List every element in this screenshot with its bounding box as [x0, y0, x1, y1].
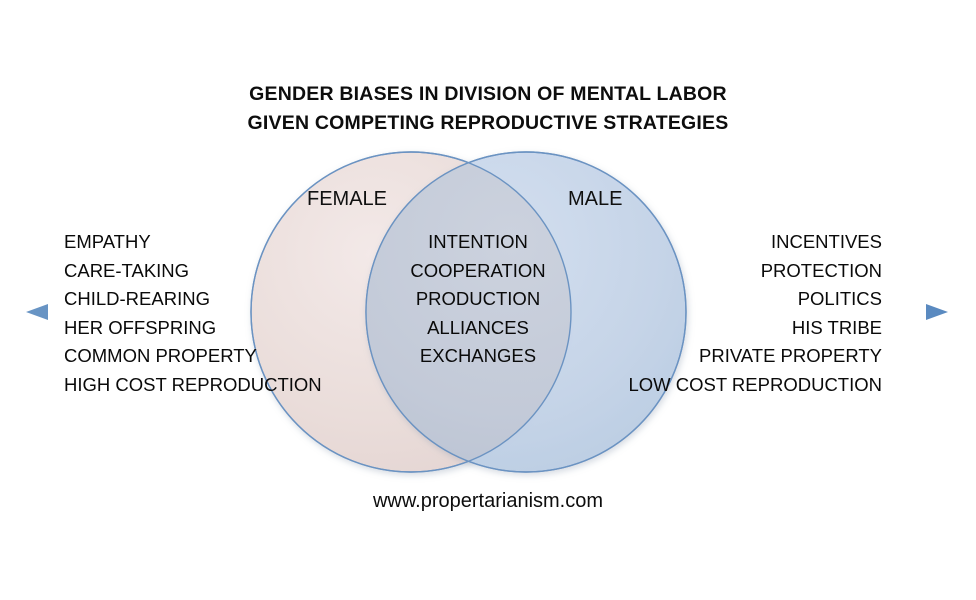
list-item: EMPATHY	[64, 231, 151, 252]
list-item: POLITICS	[797, 288, 882, 309]
list-item: INCENTIVES	[770, 231, 882, 252]
male-circle-label: MALE	[568, 188, 623, 210]
axis-right-arrowhead	[926, 304, 948, 320]
title-line-2: GIVEN COMPETING REPRODUCTIVE STRATEGIES	[247, 112, 729, 134]
female-circle-label: FEMALE	[307, 188, 388, 210]
shared-terms-list: INTENTION COOPERATION PRODUCTION ALLIANC…	[328, 228, 628, 371]
list-item: ALLIANCES	[427, 316, 529, 338]
list-item: CHILD-REARING	[64, 288, 210, 309]
list-item: CARE-TAKING	[64, 259, 190, 281]
axis-left-arrowhead	[26, 304, 48, 320]
title-line-1: GENDER BIASES IN DIVISION OF MENTAL LABO…	[249, 83, 727, 105]
male-terms-list: INCENTIVES PROTECTION POLITICS HIS TRIBE…	[582, 228, 882, 399]
list-item: EXCHANGES	[419, 345, 537, 366]
female-terms-list: EMPATHY CARE-TAKING CHILD-REARING HER OF…	[64, 228, 364, 399]
list-item: PROTECTION	[760, 259, 882, 281]
site-url: www.propertarianism.com	[372, 490, 604, 512]
page-title: GENDER BIASES IN DIVISION OF MENTAL LABO…	[0, 80, 976, 138]
list-item: PRODUCTION	[415, 288, 541, 309]
list-item: HIS TRIBE	[791, 316, 882, 338]
list-item: LOW COST REPRODUCTION	[628, 373, 882, 395]
list-item: HER OFFSPRING	[64, 316, 217, 338]
list-item: HIGH COST REPRODUCTION	[64, 373, 322, 395]
list-item: COMMON PROPERTY	[64, 345, 257, 366]
list-item: PRIVATE PROPERTY	[699, 345, 882, 366]
list-item: INTENTION	[428, 231, 528, 252]
list-item: COOPERATION	[410, 259, 546, 281]
